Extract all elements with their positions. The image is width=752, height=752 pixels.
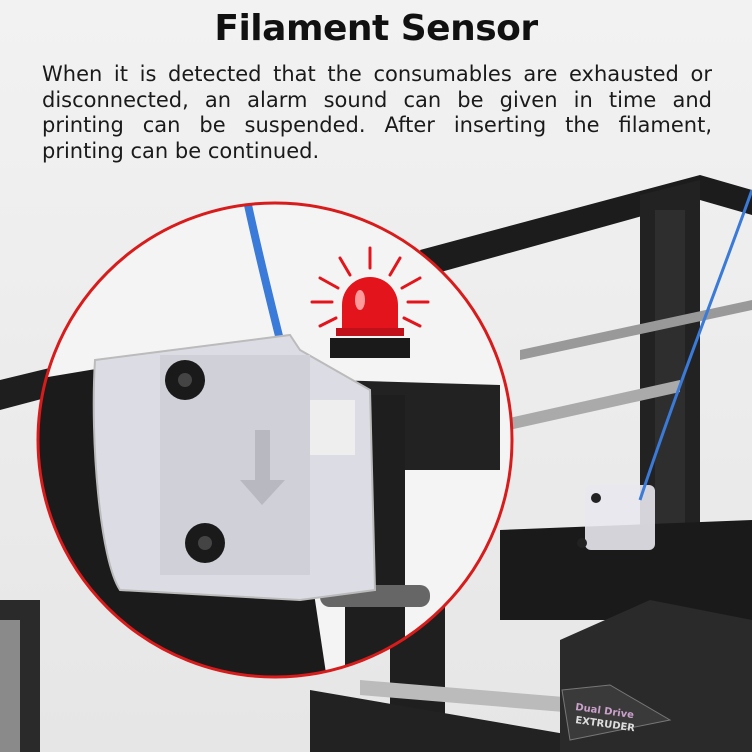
page-title: Filament Sensor: [214, 8, 538, 49]
description-text: When it is detected that the consumables…: [42, 62, 712, 163]
alarm-light-icon: [310, 246, 430, 328]
extruder: Dual Drive EXTRUDER: [560, 485, 752, 752]
alarm-dome: [342, 277, 398, 330]
filament-right: [638, 189, 752, 501]
